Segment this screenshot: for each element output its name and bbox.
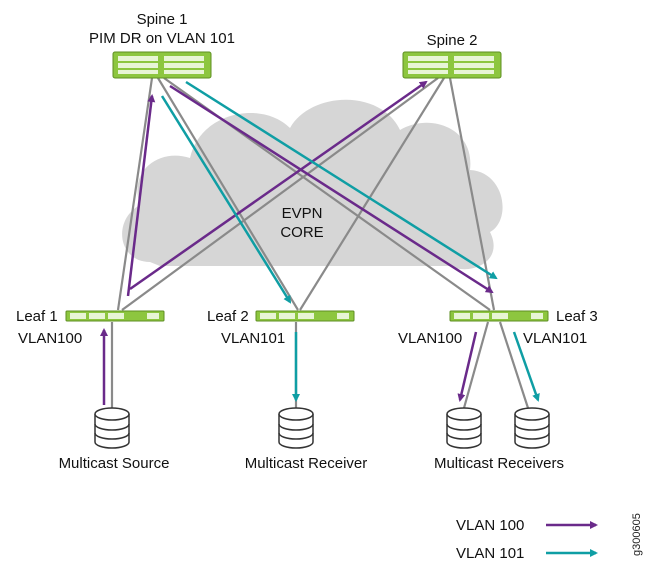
leaf2-switch-icon xyxy=(255,310,355,322)
fabric-links xyxy=(110,77,530,409)
leaf1-switch-icon xyxy=(65,310,165,322)
receiver-label: Multicast Receiver xyxy=(245,455,368,472)
spine1-name: Spine 1 xyxy=(137,11,188,28)
receiver-a-server-icon xyxy=(446,407,482,449)
leaf3-vlan100: VLAN100 xyxy=(398,330,462,347)
source-server-icon xyxy=(94,407,130,449)
leaf2-vlan: VLAN101 xyxy=(221,330,285,347)
flow-spine1-to-leaf3-vlan101 xyxy=(185,80,498,280)
figure-id: g300605 xyxy=(631,513,643,556)
spine1-role: PIM DR on VLAN 101 xyxy=(89,30,235,47)
flow-leaf3-to-receiver-b xyxy=(512,331,540,402)
receiver-server-icon xyxy=(278,407,314,449)
vlan101-flow xyxy=(160,80,540,402)
core-label-line1: EVPN xyxy=(282,205,323,222)
flow-spine1-to-leaf3 xyxy=(169,84,494,294)
core-label-line2: CORE xyxy=(280,224,323,241)
spine2-switch-icon xyxy=(402,51,502,79)
receiver-b-server-icon xyxy=(514,407,550,449)
leaf1-vlan: VLAN100 xyxy=(18,330,82,347)
flow-leaf1-to-spine1 xyxy=(126,94,156,297)
flow-leaf3-to-receiver-a xyxy=(457,331,478,402)
leaf1-name: Leaf 1 xyxy=(16,308,58,325)
leaf3-vlan101: VLAN101 xyxy=(523,330,587,347)
leaf3-switch-icon xyxy=(449,310,549,322)
spine2-name: Spine 2 xyxy=(427,32,478,49)
legend-vlan101-label: VLAN 101 xyxy=(456,545,524,562)
spine1-switch-icon xyxy=(112,51,212,79)
flow-leaf1-to-spine2 xyxy=(129,80,428,291)
vlan100-flow xyxy=(100,80,494,405)
legend-vlan100-label: VLAN 100 xyxy=(456,517,524,534)
receivers-label: Multicast Receivers xyxy=(434,455,564,472)
legend: VLAN 100 VLAN 101 xyxy=(456,517,598,562)
leaf3-name: Leaf 3 xyxy=(556,308,598,325)
source-label: Multicast Source xyxy=(59,455,170,472)
leaf2-name: Leaf 2 xyxy=(207,308,249,325)
flow-spine1-to-leaf2 xyxy=(160,95,292,304)
